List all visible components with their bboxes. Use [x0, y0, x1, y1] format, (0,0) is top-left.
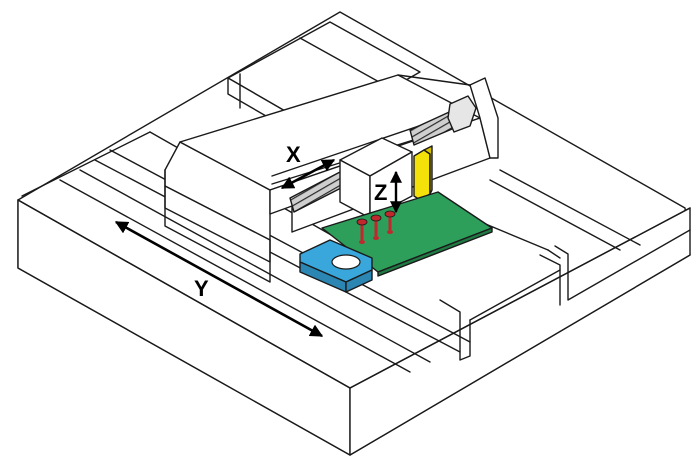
lead-screw — [289, 95, 477, 213]
yellow-plate — [413, 145, 433, 201]
x-axis-arrow — [280, 158, 336, 190]
z-axis-label: Z — [374, 180, 387, 205]
y-axis-label: Y — [194, 276, 209, 301]
probe-1 — [356, 218, 368, 244]
probes — [356, 210, 396, 244]
probe-2 — [370, 214, 382, 240]
y-axis-arrow-group: Y — [114, 220, 324, 338]
y-axis-arrow — [114, 220, 324, 338]
right-slide — [439, 169, 691, 361]
z-axis-arrow-group: Z — [374, 170, 402, 214]
x-axis-arrow-group: X — [280, 142, 336, 190]
x-axis-label: X — [286, 142, 301, 167]
